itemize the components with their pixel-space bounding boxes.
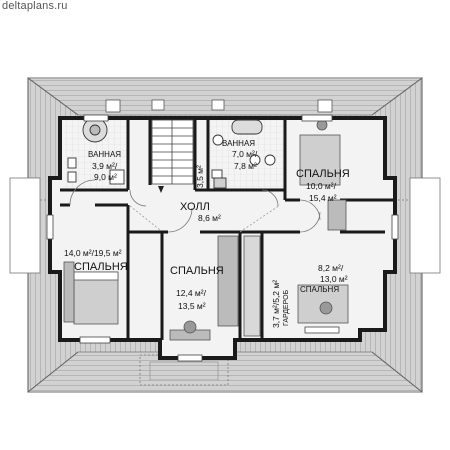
bed-c-name: СПАЛЬНЯ <box>170 265 224 277</box>
door-swing <box>261 189 279 207</box>
bed-icon <box>299 134 341 186</box>
window <box>83 114 109 122</box>
hall-area: 8,6 м² <box>198 213 221 223</box>
window <box>79 336 111 344</box>
pillow-icon <box>73 271 119 281</box>
hall-name: ХОЛЛ <box>180 201 210 213</box>
hall-diagonal <box>239 204 281 233</box>
hall-diagonal <box>129 205 161 231</box>
bath2-name: ВАННАЯ <box>222 139 255 148</box>
toilet-icon <box>67 157 77 169</box>
bed-w-name: СПАЛЬНЯ <box>74 261 128 273</box>
storage-name: ГАРДЕРОБ <box>283 289 290 326</box>
bed-c-area2: 13,5 м² <box>178 301 206 311</box>
window <box>177 354 203 362</box>
fixtures <box>67 117 276 189</box>
roof-hip-line <box>27 351 79 393</box>
door-swing <box>129 189 147 207</box>
dormer <box>105 99 121 113</box>
wardrobe-icon <box>217 235 239 327</box>
chair-icon <box>319 301 333 315</box>
door-swing <box>69 179 96 206</box>
bed-icon <box>73 271 119 325</box>
sink-icon <box>264 154 276 166</box>
dormer <box>211 99 225 111</box>
closet-area: 3,5 м² <box>195 165 205 188</box>
window <box>304 326 340 334</box>
desk-icon <box>327 199 347 231</box>
bed-ne-name: СПАЛЬНЯ <box>296 168 350 180</box>
room-labels: ВАННАЯ 3,9 м²/ 9,0 м² ВАННАЯ 7,0 м²/ 7,8… <box>64 139 350 328</box>
interior-walls <box>60 118 395 340</box>
window <box>301 114 333 122</box>
roof-hip-line <box>371 77 423 116</box>
bath1-area1: 3,9 м²/ <box>92 161 118 171</box>
roof-hip-line <box>27 77 79 116</box>
sink-icon <box>212 134 224 146</box>
stair-arrow-icon <box>158 186 164 193</box>
bathtub-icon <box>231 119 263 135</box>
window <box>391 214 399 240</box>
roof-top-slope <box>26 77 424 116</box>
windows <box>46 114 399 362</box>
roof-hip-line <box>371 351 423 393</box>
bed-c-area1: 12,4 м²/ <box>176 288 207 298</box>
dormer <box>151 99 165 111</box>
roof-dormers <box>105 99 333 113</box>
bathtub-drain-icon <box>89 124 101 136</box>
window <box>46 214 54 240</box>
sink-icon <box>249 154 261 166</box>
bath1-name: ВАННАЯ <box>88 150 121 159</box>
bed-ne-area2: 15,4 м² <box>309 193 337 203</box>
bath2-area1: 7,0 м²/ <box>232 149 258 159</box>
balcony-east <box>409 177 441 274</box>
bed-se-name: СПАЛЬНЯ <box>300 285 339 294</box>
shower-icon <box>213 177 227 189</box>
storage-area: 3,7 м²/5,2 м² <box>271 280 281 328</box>
shelf-icon <box>243 235 261 337</box>
balcony-west <box>9 177 41 274</box>
bed-se-area2: 13,0 м² <box>320 274 348 284</box>
porch-south-inner <box>149 361 219 381</box>
site-watermark: deltaplans.ru <box>2 0 68 12</box>
door-swing <box>299 211 321 233</box>
bed-w-area: 14,0 м²/19,5 м² <box>64 248 122 258</box>
sink-icon <box>67 171 77 183</box>
furniture <box>63 119 349 341</box>
doors <box>69 179 321 233</box>
dormer <box>317 99 333 113</box>
wardrobe-icon <box>63 261 75 323</box>
bed-se-area1: 8,2 м²/ <box>318 263 344 273</box>
chair-icon <box>316 119 328 131</box>
shower-icon <box>109 169 125 185</box>
toilet-icon <box>211 169 223 179</box>
door-swing <box>167 207 193 233</box>
bath2-area2: 7,8 м² <box>234 161 257 171</box>
bed-ne-area1: 10,0 м²/ <box>306 181 337 191</box>
staircase <box>151 119 194 193</box>
chair-icon <box>183 320 197 334</box>
bath1-area2: 9,0 м² <box>94 172 117 182</box>
